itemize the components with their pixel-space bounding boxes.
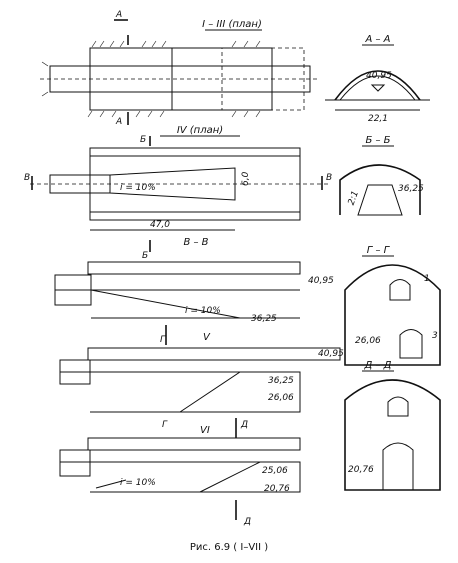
plan-i-iii: I – III (план) А А [40, 10, 318, 127]
section-g-g-outline [344, 264, 441, 366]
stage-v-label: V [203, 332, 211, 343]
section-g-g-upper-opening [389, 279, 411, 301]
profile-vi: 36,25 26,06 40,95 VI Г Д [59, 347, 344, 438]
cut-b-bottom-label: Б [142, 251, 148, 261]
section-d-d: Д – Д 20,76 [344, 360, 441, 491]
plan-i-iii-hatching [41, 40, 261, 118]
profile-vii-drift [59, 449, 91, 477]
callout-3: 3 [432, 331, 438, 341]
section-g-g-lower-opening [399, 329, 423, 359]
cut-a-bottom-label: А [115, 117, 122, 127]
section-v-v-title: В – В [183, 237, 208, 248]
section-a-a-width: 22,1 [368, 114, 388, 124]
section-d-d-title: Д – Д [364, 360, 392, 371]
figure-caption: Рис. 6.9 ( I–VII ) [190, 542, 268, 553]
profile-v-crown [87, 261, 301, 275]
section-d-d-level: 20,76 [348, 465, 374, 475]
section-b-b-title: Б – Б [365, 135, 390, 146]
profile-vii-slope-arrow [95, 479, 127, 489]
plan-iv: IV (план) i = 10% 6,0 47,0 В В Б Б В – В [24, 125, 332, 261]
section-a-a: А – А 40,95 22,1 [325, 34, 430, 124]
section-b-b-outline [339, 164, 421, 215]
profile-vi-level-2606: 26,06 [268, 393, 294, 403]
profile-v-slope [90, 289, 241, 319]
level-marker-icon [370, 84, 386, 92]
cut-a-top-label: А [115, 10, 122, 20]
profile-vii: i = 10% 25,06 20,76 Д [59, 437, 301, 527]
section-a-a-arch [334, 70, 421, 101]
profile-v-slope-label: i = 10% [185, 306, 221, 316]
section-b-b: Б – Б 2:1 36,25 [339, 135, 424, 216]
cut-v-left-label: В [24, 173, 30, 183]
profile-vii-spoil [199, 461, 301, 493]
section-d-d-lower-opening [382, 442, 414, 491]
profile-vi-level-3625: 36,25 [268, 376, 294, 386]
cut-b-top-label: Б [140, 135, 146, 145]
profile-v-level-3625: 36,25 [251, 314, 277, 324]
plan-iv-height-dim: 6,0 [241, 171, 251, 186]
profile-vi-crown [87, 347, 341, 361]
callout-1: 1 [424, 274, 430, 284]
cut-d-bottom-label: Д [243, 517, 251, 527]
section-g-g: Г – Г 26,06 1 3 [344, 245, 441, 366]
section-b-b-slope: 2:1 [347, 190, 361, 207]
section-a-a-level: 40,95 [366, 71, 392, 81]
cut-g-bottom-label: Г [162, 420, 168, 430]
profile-vii-level-2076: 20,76 [264, 484, 290, 494]
section-b-b-bench [357, 184, 403, 216]
plan-iv-title: IV (план) [177, 125, 223, 136]
profile-vii-slope-label: i = 10% [120, 478, 156, 488]
plan-i-iii-title: I – III (план) [202, 19, 262, 30]
section-d-d-upper-opening [387, 396, 409, 417]
section-b-b-level: 36,25 [398, 184, 424, 194]
plan-iv-slope: i = 10% [120, 183, 156, 193]
cut-v-right-label: В [326, 173, 332, 183]
section-d-d-outline [344, 379, 441, 491]
stage-vi-label: VI [200, 425, 210, 436]
section-g-g-title: Г – Г [367, 245, 391, 256]
cut-g-top-label: Г [160, 335, 166, 345]
profile-vi-level-4095: 40,95 [318, 349, 344, 359]
profile-v: i = 10% 36,25 40,95 V Г [54, 261, 334, 345]
cut-d-top-label: Д [240, 420, 248, 430]
profile-vii-crown [87, 437, 301, 451]
plan-i-iii-future-outline [221, 47, 305, 111]
section-g-g-level: 26,06 [355, 336, 381, 346]
profile-v-level-4095: 40,95 [308, 276, 334, 286]
plan-iv-length-dim: 47,0 [150, 220, 170, 230]
plan-iv-ramp [109, 167, 236, 201]
profile-vii-level-2506: 25,06 [262, 466, 288, 476]
section-a-a-title: А – А [364, 34, 390, 45]
